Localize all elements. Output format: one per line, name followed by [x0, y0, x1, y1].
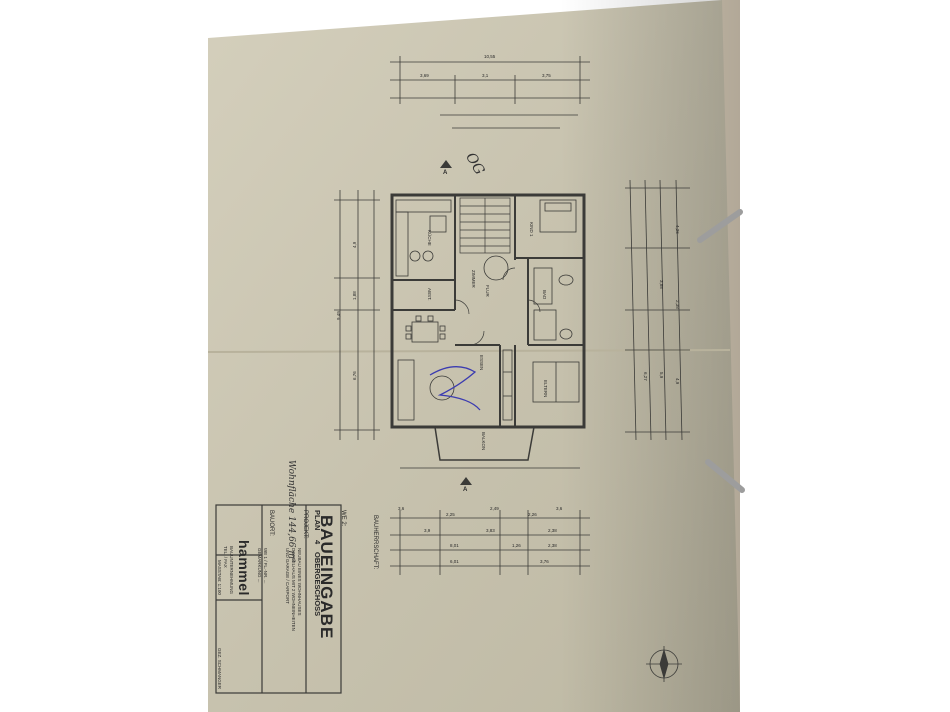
dim-bottom-row4-1: 3,76	[540, 559, 549, 564]
bathroom-fixtures	[533, 267, 574, 341]
section-marker-bottom: A	[463, 487, 468, 493]
staircase	[459, 197, 511, 254]
bauort-label: BAUORT:	[268, 510, 274, 536]
bauort-line-1: WE 1 / FL.-NR. ...	[263, 548, 268, 584]
balcony-outline	[434, 426, 535, 461]
title-block-frame	[215, 504, 342, 694]
plan-label: PLAN	[313, 510, 322, 531]
room-label-bad: BAD	[542, 290, 547, 300]
drawn-by-label: GEZ. SCHMANGER	[217, 648, 222, 690]
dim-right-4: 4,9	[675, 378, 680, 385]
handwritten-area-note: Wohnfläche 144,66 m²	[286, 460, 296, 563]
projekt-line-1: NEUBAU EINES WOHNHAUSES	[297, 548, 302, 616]
section-marker-top: A	[443, 170, 448, 176]
room-label-abst: ABST.	[427, 288, 432, 301]
dim-left-0: 4,9	[352, 241, 357, 248]
dim-left-1: 1,88	[352, 291, 357, 300]
dim-bottom-4: 3,6	[556, 506, 563, 511]
dining-table	[405, 315, 446, 343]
massstab-label: MASSTAB: 1:100	[217, 560, 222, 595]
dim-bottom-row2-0: 3,9	[424, 528, 431, 533]
room-label-flur: FLUR	[485, 285, 490, 297]
dim-bottom-3: 2,26	[528, 512, 537, 517]
company-logo: hammel	[236, 540, 252, 596]
dim-left-2: 9,49	[336, 311, 341, 320]
right-dimension-lines	[625, 179, 690, 441]
dim-bottom-row3-1: 1,26	[512, 543, 521, 548]
dim-bottom-row3-0: 8,01	[450, 543, 459, 548]
door-swings	[454, 267, 541, 346]
dim-left-3: 6,76	[352, 371, 357, 380]
dim-right-1: 3,88	[659, 280, 664, 289]
bottom-dimension-lines	[390, 467, 590, 575]
dim-right-2: 5,9	[659, 372, 664, 379]
interior-walls	[392, 195, 584, 427]
dim-bottom-2: 2,49	[490, 506, 499, 511]
dim-top-total: 10,55	[484, 54, 496, 59]
dim-top-row2-1: 3,1	[482, 73, 489, 78]
room-label-zimmer: ZIMMER	[471, 270, 476, 288]
room-label-balkon: BALKON	[481, 432, 486, 451]
wardrobe	[502, 349, 513, 421]
dim-right-3: 6,27	[643, 372, 648, 381]
dim-bottom-row2-1: 3,83	[486, 528, 495, 533]
dim-bottom-1: 2,25	[446, 512, 455, 517]
room-label-eltern: ELTERN	[543, 380, 548, 398]
room-label-kueche: KÜCHE	[427, 230, 432, 246]
dim-bottom-row3-2: 2,38	[548, 543, 557, 548]
company-line-1: BAUUNTERNEHMUNG	[229, 546, 234, 595]
dim-right-5: 2,38	[675, 300, 680, 309]
bauherrschaft-label: BAUHERRSCHAFT:	[372, 515, 378, 570]
pen-scribble	[429, 366, 481, 411]
left-dimension-lines	[334, 190, 380, 440]
dim-top-row2-0: 3,69	[420, 73, 429, 78]
sofa	[397, 359, 455, 421]
bed-kind	[539, 199, 577, 233]
plan-name: OBERGESCHOSS	[313, 552, 322, 617]
room-label-essen: ESSEN	[479, 355, 484, 371]
bauort-line-2: GEMARKUNG ...	[257, 548, 262, 583]
we2-label: WE 2:	[340, 510, 346, 527]
dim-bottom-0: 3,6	[398, 506, 405, 511]
dim-bottom-row4-0: 6,01	[450, 559, 459, 564]
dim-top-row2-2: 3,75	[542, 73, 551, 78]
compass-icon	[646, 646, 682, 682]
top-dimension-lines	[390, 56, 590, 129]
kitchen-counter	[395, 199, 452, 277]
room-label-kind: KIND 1	[529, 222, 534, 237]
dim-bottom-row2-2: 2,38	[548, 528, 557, 533]
bed-eltern	[532, 361, 580, 403]
company-line-2: TEL. / FAX	[223, 546, 228, 568]
plan-number: 4	[313, 540, 322, 545]
dim-right-0: 4,26	[675, 225, 680, 234]
projekt-label: PROJEKT:	[302, 510, 308, 539]
